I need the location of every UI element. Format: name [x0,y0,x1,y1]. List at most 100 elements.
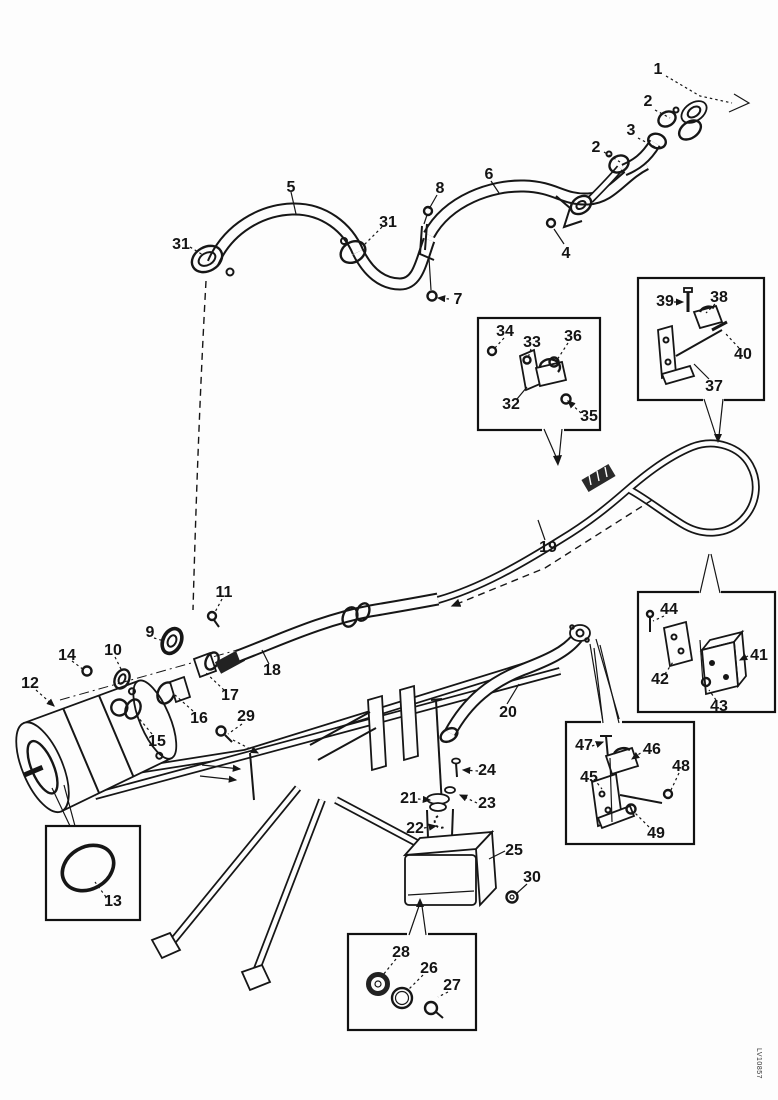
callout-36: 36 [564,328,582,345]
callout-9: 9 [146,624,155,641]
callout-47: 47 [575,737,593,754]
clamp-31-left [190,244,235,277]
callout-48: 48 [672,758,690,775]
callout-26: 26 [420,960,438,977]
callout-15: 15 [148,733,166,750]
bolt-4 [545,217,557,229]
callout-5: 5 [287,179,296,196]
hydraulic-pump [15,679,178,814]
fitting-1 [677,93,751,141]
screw-24 [451,757,461,765]
seal-9 [160,626,184,656]
clamp-31-right [339,237,367,265]
callout-33: 33 [523,334,541,351]
bolt-34 [486,345,498,357]
callout-44: 44 [660,601,678,618]
outlet-pipe-assembly [545,93,751,229]
callout-31a: 31 [172,236,190,253]
bolt-8 [422,205,434,217]
leader-lines [35,75,749,998]
callout-32: 32 [502,396,520,413]
callout-20: 20 [499,704,517,721]
callout-46: 46 [643,741,661,758]
callout-45: 45 [580,769,598,786]
callout-42: 42 [651,671,669,688]
callout-23: 23 [478,795,496,812]
screw-47 [600,735,612,759]
clamp-2-upper [657,106,680,128]
tube-19 [436,439,760,604]
hose-20 [439,624,591,744]
callout-18: 18 [263,662,281,679]
callout-12: 12 [21,675,39,692]
bolt-29 [215,725,233,743]
callouts: 1 2 3 2 4 5 6 7 8 31 31 9 10 11 12 13 14… [21,61,768,994]
callout-17: 17 [221,687,239,704]
callout-37: 37 [705,378,723,395]
hose-6 [423,158,650,239]
hose-connector [352,237,436,291]
callout-10: 10 [104,642,122,659]
clamp-2-lower [605,150,630,174]
tank-side [475,829,497,908]
oring-15 [124,698,142,720]
callout-4: 4 [562,245,571,262]
pipe-flange-bracket [545,194,593,229]
clip-22 [433,815,445,829]
callout-29: 29 [237,708,255,725]
callout-22: 22 [406,820,424,837]
bolt-48 [662,788,674,800]
callout-39: 39 [656,293,674,310]
plate-42 [662,620,694,668]
callout-28: 28 [392,944,410,961]
callout-6: 6 [485,166,494,183]
nut-27 [423,1000,439,1016]
frame-weldment [79,652,562,992]
callout-24: 24 [478,762,496,779]
bolt-33 [522,355,532,365]
bolt-7 [426,290,438,302]
callout-7: 7 [454,291,463,308]
callout-14: 14 [58,647,76,664]
callout-11: 11 [216,584,233,601]
washer-30 [505,890,519,904]
oring-10 [113,668,131,690]
callout-40: 40 [734,346,752,363]
callout-2b: 2 [592,139,601,156]
callout-38: 38 [710,289,728,306]
detail-box-bracket [636,276,766,443]
bolt-43 [700,676,712,688]
callout-16: 16 [190,710,208,727]
screw-40 [711,320,728,332]
callout-19: 19 [539,539,557,556]
fitting-16 [156,675,192,705]
callout-2a: 2 [644,93,653,110]
callout-41: 41 [750,647,768,664]
callout-34: 34 [496,323,514,340]
detail-box-block [636,553,777,714]
detail-box-mount [564,638,696,846]
detail-box-washers [346,898,478,1032]
callout-25: 25 [505,842,523,859]
hose-18 [214,592,440,674]
reservoir-tank [402,698,519,908]
bolt-11 [206,610,218,622]
callout-49: 49 [647,825,665,842]
callout-3: 3 [627,122,636,139]
nut-36 [548,356,560,368]
hose6-end-bracket [418,205,438,302]
washer-23 [444,786,456,794]
nut-14 [81,665,93,677]
callout-35: 35 [580,408,598,425]
nut-49 [625,803,637,815]
clamp-position-dashed-line [192,280,207,611]
hose-5 [207,202,364,266]
detail-box-oring [44,784,142,922]
callout-31b: 31 [379,214,397,231]
filler-cap-21 [426,793,450,812]
callout-21: 21 [400,790,418,807]
callout-43: 43 [710,698,728,715]
callout-8: 8 [436,180,445,197]
